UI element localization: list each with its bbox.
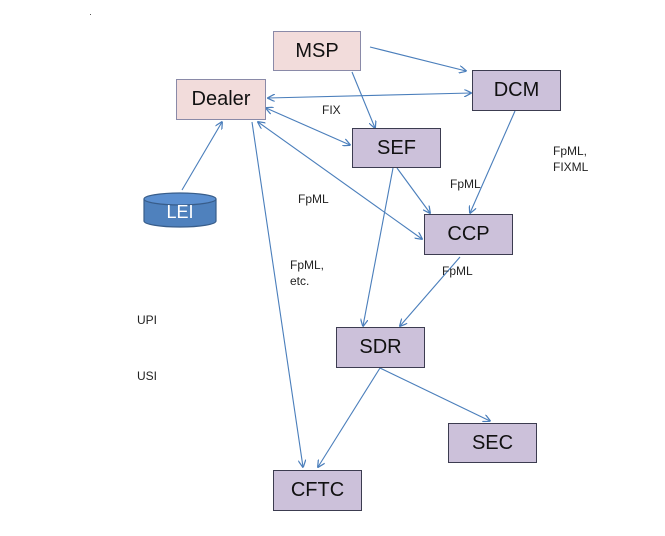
node-dealer: Dealer: [176, 79, 266, 120]
node-lei: LEI: [140, 197, 220, 227]
arrow-dcm-ccp: [470, 110, 516, 213]
arrow-dealer-ccp: [258, 122, 422, 239]
arrow-sef-sdr: [363, 167, 394, 326]
label-fpml-ccp-sdr: FpML: [442, 264, 473, 278]
arrow-sdr-sec: [379, 367, 490, 421]
label-fpml-sef-ccp: FpML: [450, 177, 481, 191]
node-cftc-label: CFTC: [290, 479, 345, 501]
node-msp-label: MSP: [295, 39, 339, 62]
node-dcm: DCM: [472, 70, 561, 111]
node-sef: SEF: [352, 128, 441, 168]
arrow-msp-sef: [351, 71, 375, 128]
arrow-dealer-cftc: [251, 121, 303, 467]
label-fpml-fixml: FpML, FIXML: [553, 144, 589, 174]
label-upi: UPI: [137, 313, 158, 327]
node-sef-label: SEF: [377, 136, 416, 159]
node-lei-cylinder: [143, 192, 217, 228]
arrow-msp-dcm: [369, 46, 466, 71]
node-cftc: CFTC: [273, 470, 362, 511]
node-dealer-label: Dealer: [191, 88, 251, 110]
node-ccp-label: CCP: [447, 223, 490, 245]
arrow-sef-ccp: [396, 167, 430, 213]
arrow-lei-dealer: [181, 122, 222, 191]
arrow-dcm-dealer: [268, 93, 471, 98]
node-lei-label: LEI: [166, 201, 194, 222]
node-sdr-label: SDR: [359, 336, 402, 358]
stray-dot: [90, 14, 91, 15]
label-fpml-etc: FpML, etc.: [290, 258, 325, 288]
node-sec: SEC: [448, 423, 537, 463]
node-sec-label: SEC: [471, 431, 514, 454]
arrow-ccp-sdr: [400, 256, 461, 326]
label-fpml-dealer-ccp: FpML: [298, 192, 329, 206]
node-sdr: SDR: [336, 327, 425, 368]
arrow-sdr-cftc: [318, 367, 381, 467]
node-dcm-label: DCM: [493, 79, 540, 101]
label-fix: FIX: [322, 103, 341, 117]
label-usi: USI: [137, 369, 158, 383]
node-msp: MSP: [273, 31, 361, 71]
node-ccp: CCP: [424, 214, 513, 255]
